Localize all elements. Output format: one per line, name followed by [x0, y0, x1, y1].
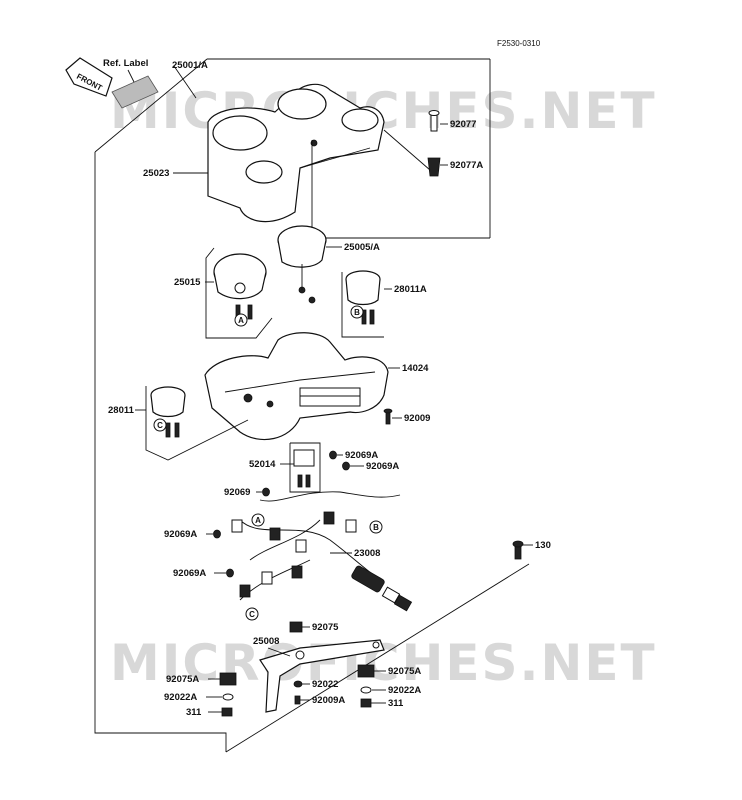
screw-92009A	[294, 695, 301, 705]
label-28011: 28011	[108, 405, 135, 416]
label-28011A: 28011A	[394, 284, 427, 295]
connector-a-label: A	[238, 316, 244, 325]
bulb-92069A-right	[342, 461, 350, 471]
label-23008: 23008	[354, 548, 380, 559]
label-92009A: 92009A	[312, 695, 345, 706]
connector-b-label-harness: B	[373, 523, 379, 532]
leader-25001A	[173, 65, 197, 99]
wiring-harness-23008	[231, 491, 413, 612]
label-14024: 14024	[402, 363, 429, 374]
label-52014: 52014	[249, 459, 276, 470]
ref-label-text: Ref. Label	[103, 58, 148, 69]
label-92069: 92069	[224, 487, 250, 498]
label-25005A: 25005/A	[344, 242, 380, 253]
label-92069A-right: 92069A	[366, 461, 399, 472]
label-92069A-left2: 92069A	[173, 568, 206, 579]
label-92077A: 92077A	[450, 160, 483, 171]
label-92069A-left1: 92069A	[164, 529, 197, 540]
connector-c-label-harness: C	[249, 610, 255, 619]
connector-c-icon-top	[153, 418, 167, 432]
leader-25008	[267, 647, 291, 657]
connector-b-icon-top	[350, 305, 364, 319]
label-92009: 92009	[404, 413, 430, 424]
label-311-right: 311	[388, 698, 404, 709]
frame-top-left-edge	[94, 58, 208, 153]
watermark-top: MICROFICHES.NET	[110, 82, 657, 140]
bracket-25008	[259, 639, 385, 713]
bracket-25015	[205, 247, 273, 339]
label-311-left: 311	[186, 707, 202, 718]
front-arrow-icon: FRONT	[65, 57, 113, 97]
label-130: 130	[535, 540, 551, 551]
bolt-130	[512, 540, 524, 560]
frame-bottom-diagonal	[225, 563, 530, 753]
socket-52014	[293, 449, 315, 488]
damper-92075A-right	[357, 664, 375, 678]
connector-b-icon-harness	[369, 520, 383, 534]
label-25001A: 25001/A	[172, 60, 208, 71]
gauge-lens-right	[341, 108, 379, 132]
bulb-92069A-left2	[226, 568, 234, 578]
tachometer-25005A	[277, 225, 327, 304]
connector-a-label-harness: A	[255, 516, 261, 525]
connector-a-icon	[234, 313, 248, 327]
ref-label-leader	[127, 69, 135, 83]
gauge-28011A	[345, 270, 381, 325]
connector-a-icon-harness	[251, 513, 265, 527]
bracket-28011	[145, 386, 249, 461]
washer-92022	[293, 680, 303, 688]
label-92069A-top: 92069A	[345, 450, 378, 461]
ref-label-sticker	[111, 75, 159, 109]
label-25008: 25008	[253, 636, 279, 647]
nut-311-right	[360, 698, 372, 708]
watermark-bottom: MICROFICHES.NET	[110, 634, 657, 692]
bulb-92069A-left1	[213, 529, 221, 539]
damper-92075	[289, 621, 303, 633]
grommet-92077A	[427, 157, 441, 177]
bulb-92069	[262, 487, 270, 497]
gauge-lens-left	[245, 160, 283, 184]
bracket-28011A	[341, 272, 384, 338]
speedometer-lens	[212, 115, 268, 151]
label-92075A-right: 92075A	[388, 666, 421, 677]
connector-c-icon-harness	[245, 607, 259, 621]
tachometer-lens	[277, 88, 327, 120]
connector-c-label-top: C	[157, 421, 163, 430]
meter-case-14024	[204, 332, 389, 441]
label-92022: 92022	[312, 679, 338, 690]
label-92077: 92077	[450, 119, 476, 130]
label-92022A-left: 92022A	[164, 692, 197, 703]
label-92075: 92075	[312, 622, 339, 633]
bulb-92069A-top	[329, 450, 337, 460]
guide-to-grommet	[383, 129, 431, 171]
damper-92075A-left	[219, 672, 237, 686]
connector-b-label-top: B	[354, 308, 360, 317]
bolt-92077	[428, 110, 440, 132]
figure-code: F2530-0310	[497, 39, 541, 48]
label-92075A-left: 92075A	[166, 674, 199, 685]
label-25023: 25023	[143, 168, 169, 179]
screw-92009	[383, 408, 393, 425]
gauge-28011	[150, 386, 186, 438]
label-25015: 25015	[174, 277, 201, 288]
label-92022A-right: 92022A	[388, 685, 421, 696]
washer-92022A-right	[360, 686, 372, 694]
speedometer-25015	[213, 253, 267, 320]
nut-311-left	[221, 707, 233, 717]
frame-left-edge	[94, 152, 227, 752]
meter-cover-housing	[207, 83, 385, 223]
washer-92022A-left	[222, 693, 234, 701]
